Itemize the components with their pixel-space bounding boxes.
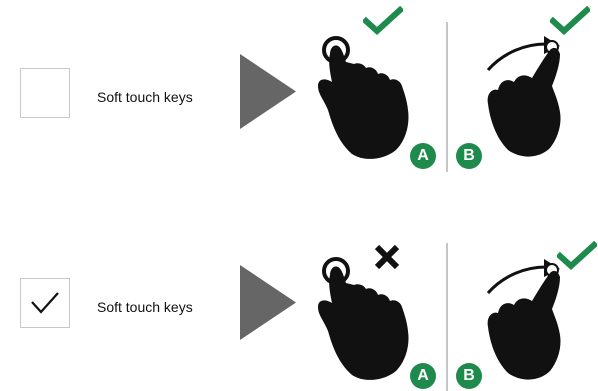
badge-b: B — [456, 143, 482, 169]
check-mark-icon — [557, 241, 597, 271]
cross-mark-icon — [374, 244, 400, 270]
hand-tap-icon — [318, 257, 409, 380]
checkbox-checked[interactable] — [20, 278, 70, 328]
hand-swipe-icon — [486, 259, 561, 380]
badge-b: B — [456, 363, 482, 389]
badge-a: A — [410, 143, 436, 169]
play-arrow-icon — [240, 54, 296, 129]
hand-tap-icon — [318, 36, 409, 159]
divider — [446, 243, 448, 391]
checkbox-check-icon — [31, 292, 59, 314]
checkbox-unchecked[interactable] — [20, 68, 70, 118]
check-mark-icon — [550, 6, 590, 36]
hand-swipe-icon — [486, 36, 561, 157]
soft-touch-keys-label: Soft touch keys — [97, 299, 193, 315]
gesture-row-unchecked: Soft touch keys A B — [0, 0, 598, 172]
divider — [446, 22, 448, 172]
gesture-row-checked: Soft touch keys A B — [0, 221, 598, 391]
check-mark-icon — [363, 6, 403, 36]
badge-a: A — [410, 363, 436, 389]
play-arrow-icon — [240, 265, 296, 340]
soft-touch-keys-label: Soft touch keys — [97, 89, 193, 105]
